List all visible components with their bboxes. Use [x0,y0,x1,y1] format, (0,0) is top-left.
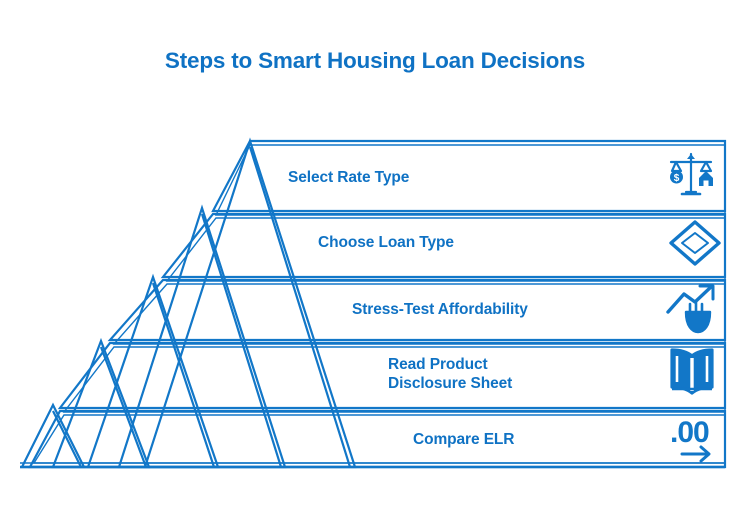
page-title: Steps to Smart Housing Loan Decisions [164,48,586,73]
mountain-level-5 [143,137,357,469]
mountain-level-2 [51,337,151,469]
step-label-select-rate-type: Select Rate Type [288,169,410,186]
mountain-level-3 [86,273,220,469]
step-label-stress-test-affordability: Stress-Test Affordability [352,301,528,318]
diamond-icon [669,220,721,266]
rising-arrow-hand-icon [666,284,715,334]
svg-text:$: $ [674,173,680,184]
svg-text:.00: .00 [670,416,709,449]
step-label-read-product-disclosure-sheet: Read Product Disclosure Sheet [388,356,513,392]
open-book-icon [670,348,714,395]
decimal-arrow-icon: .00 [670,416,711,463]
step-label-compare-elr: Compare ELR [413,431,515,448]
step-label-choose-loan-type: Choose Loan Type [318,234,454,251]
balance-scale-icon: $ [669,152,713,196]
baseline [20,462,725,469]
